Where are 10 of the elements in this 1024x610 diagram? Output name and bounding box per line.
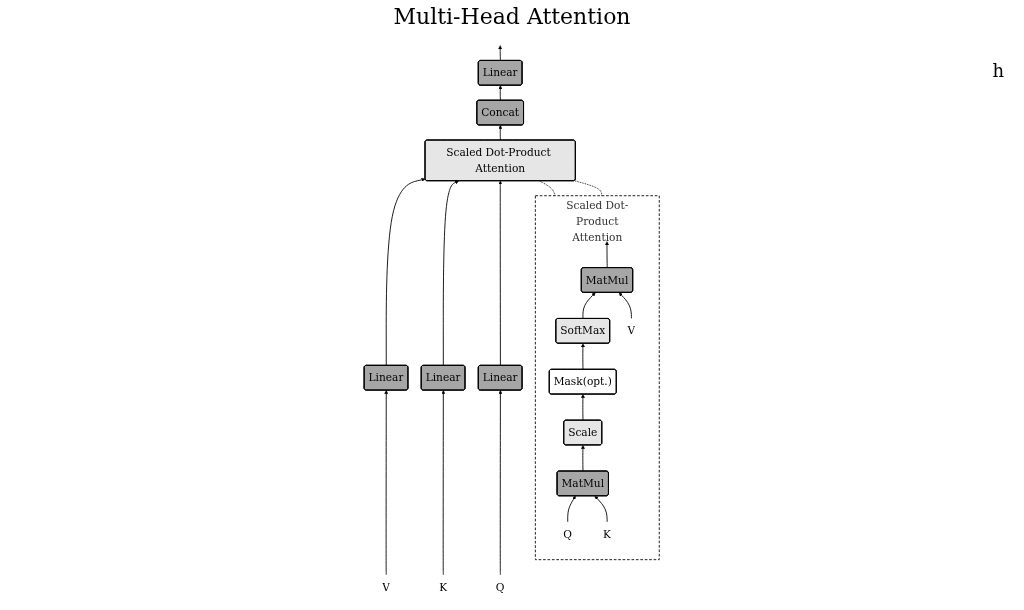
node-text: V [382, 580, 391, 594]
node-text: Q [563, 528, 573, 541]
connector [538, 180, 556, 197]
node-text: K [439, 580, 448, 594]
node-text: K [603, 528, 612, 541]
connector [574, 180, 603, 197]
diagram-title: Multi-Head Attention [392, 4, 632, 29]
node-text: Q [496, 580, 505, 594]
node-text: V [627, 324, 636, 338]
head-count-label: h [992, 60, 1004, 81]
